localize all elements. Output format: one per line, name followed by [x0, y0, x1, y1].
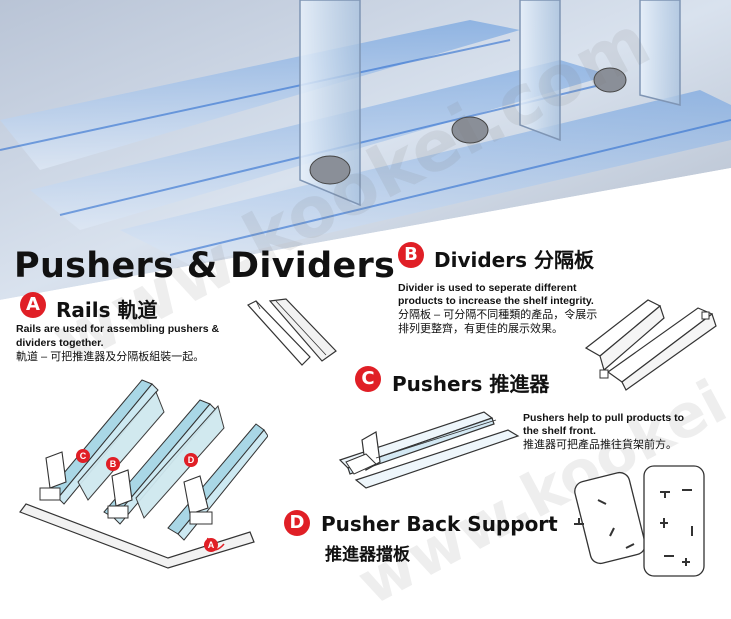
section-c-desc-en-2: the shelf front. [523, 425, 596, 437]
section-d-heading-2: 推進器擋板 [325, 545, 410, 565]
section-b-desc-en-2: products to increase the shelf integrity… [398, 295, 594, 307]
section-a-badge: A [20, 292, 46, 318]
rail-illustration [247, 298, 337, 366]
diagram-label-b: B [106, 457, 120, 471]
diagram-label-a: A [204, 538, 218, 552]
shelf-photo [0, 0, 731, 300]
section-d-heading-1: Pusher Back Support [321, 512, 558, 536]
section-a-desc-en-2: dividers together. [16, 337, 104, 349]
section-b-heading: Dividers 分隔板 [434, 248, 594, 272]
section-a-desc-zh: 軌道 – 可把推進器及分隔板組裝一起。 [16, 351, 205, 363]
section-a-desc-en-1: Rails are used for assembling pushers & [16, 323, 220, 335]
assembly-diagram [19, 379, 268, 569]
diagram-label-c: C [76, 449, 90, 463]
section-b-desc-zh-2: 排列更整齊，有更佳的展示效果。 [398, 323, 563, 335]
pushers-illustration [338, 411, 520, 489]
dividers-illustration [584, 299, 717, 391]
page-title: Pushers & Dividers [14, 246, 396, 286]
diagram-label-d: D [184, 453, 198, 467]
section-a-heading: Rails 軌道 [56, 298, 158, 322]
section-b-desc-zh-1: 分隔板 – 可分隔不同種類的產品，令展示 [398, 309, 598, 321]
section-b-desc-en-1: Divider is used to seperate different [398, 282, 577, 294]
section-c-badge: C [355, 366, 381, 392]
section-c-desc-en-1: Pushers help to pull products to [523, 412, 685, 424]
section-c-heading: Pushers 推進器 [392, 372, 550, 396]
section-c-desc-zh: 推進器可把產品推往貨架前方。 [523, 439, 677, 451]
section-d-badge: D [284, 510, 310, 536]
section-b-badge: B [398, 242, 424, 268]
back-support-illustration [574, 465, 705, 577]
